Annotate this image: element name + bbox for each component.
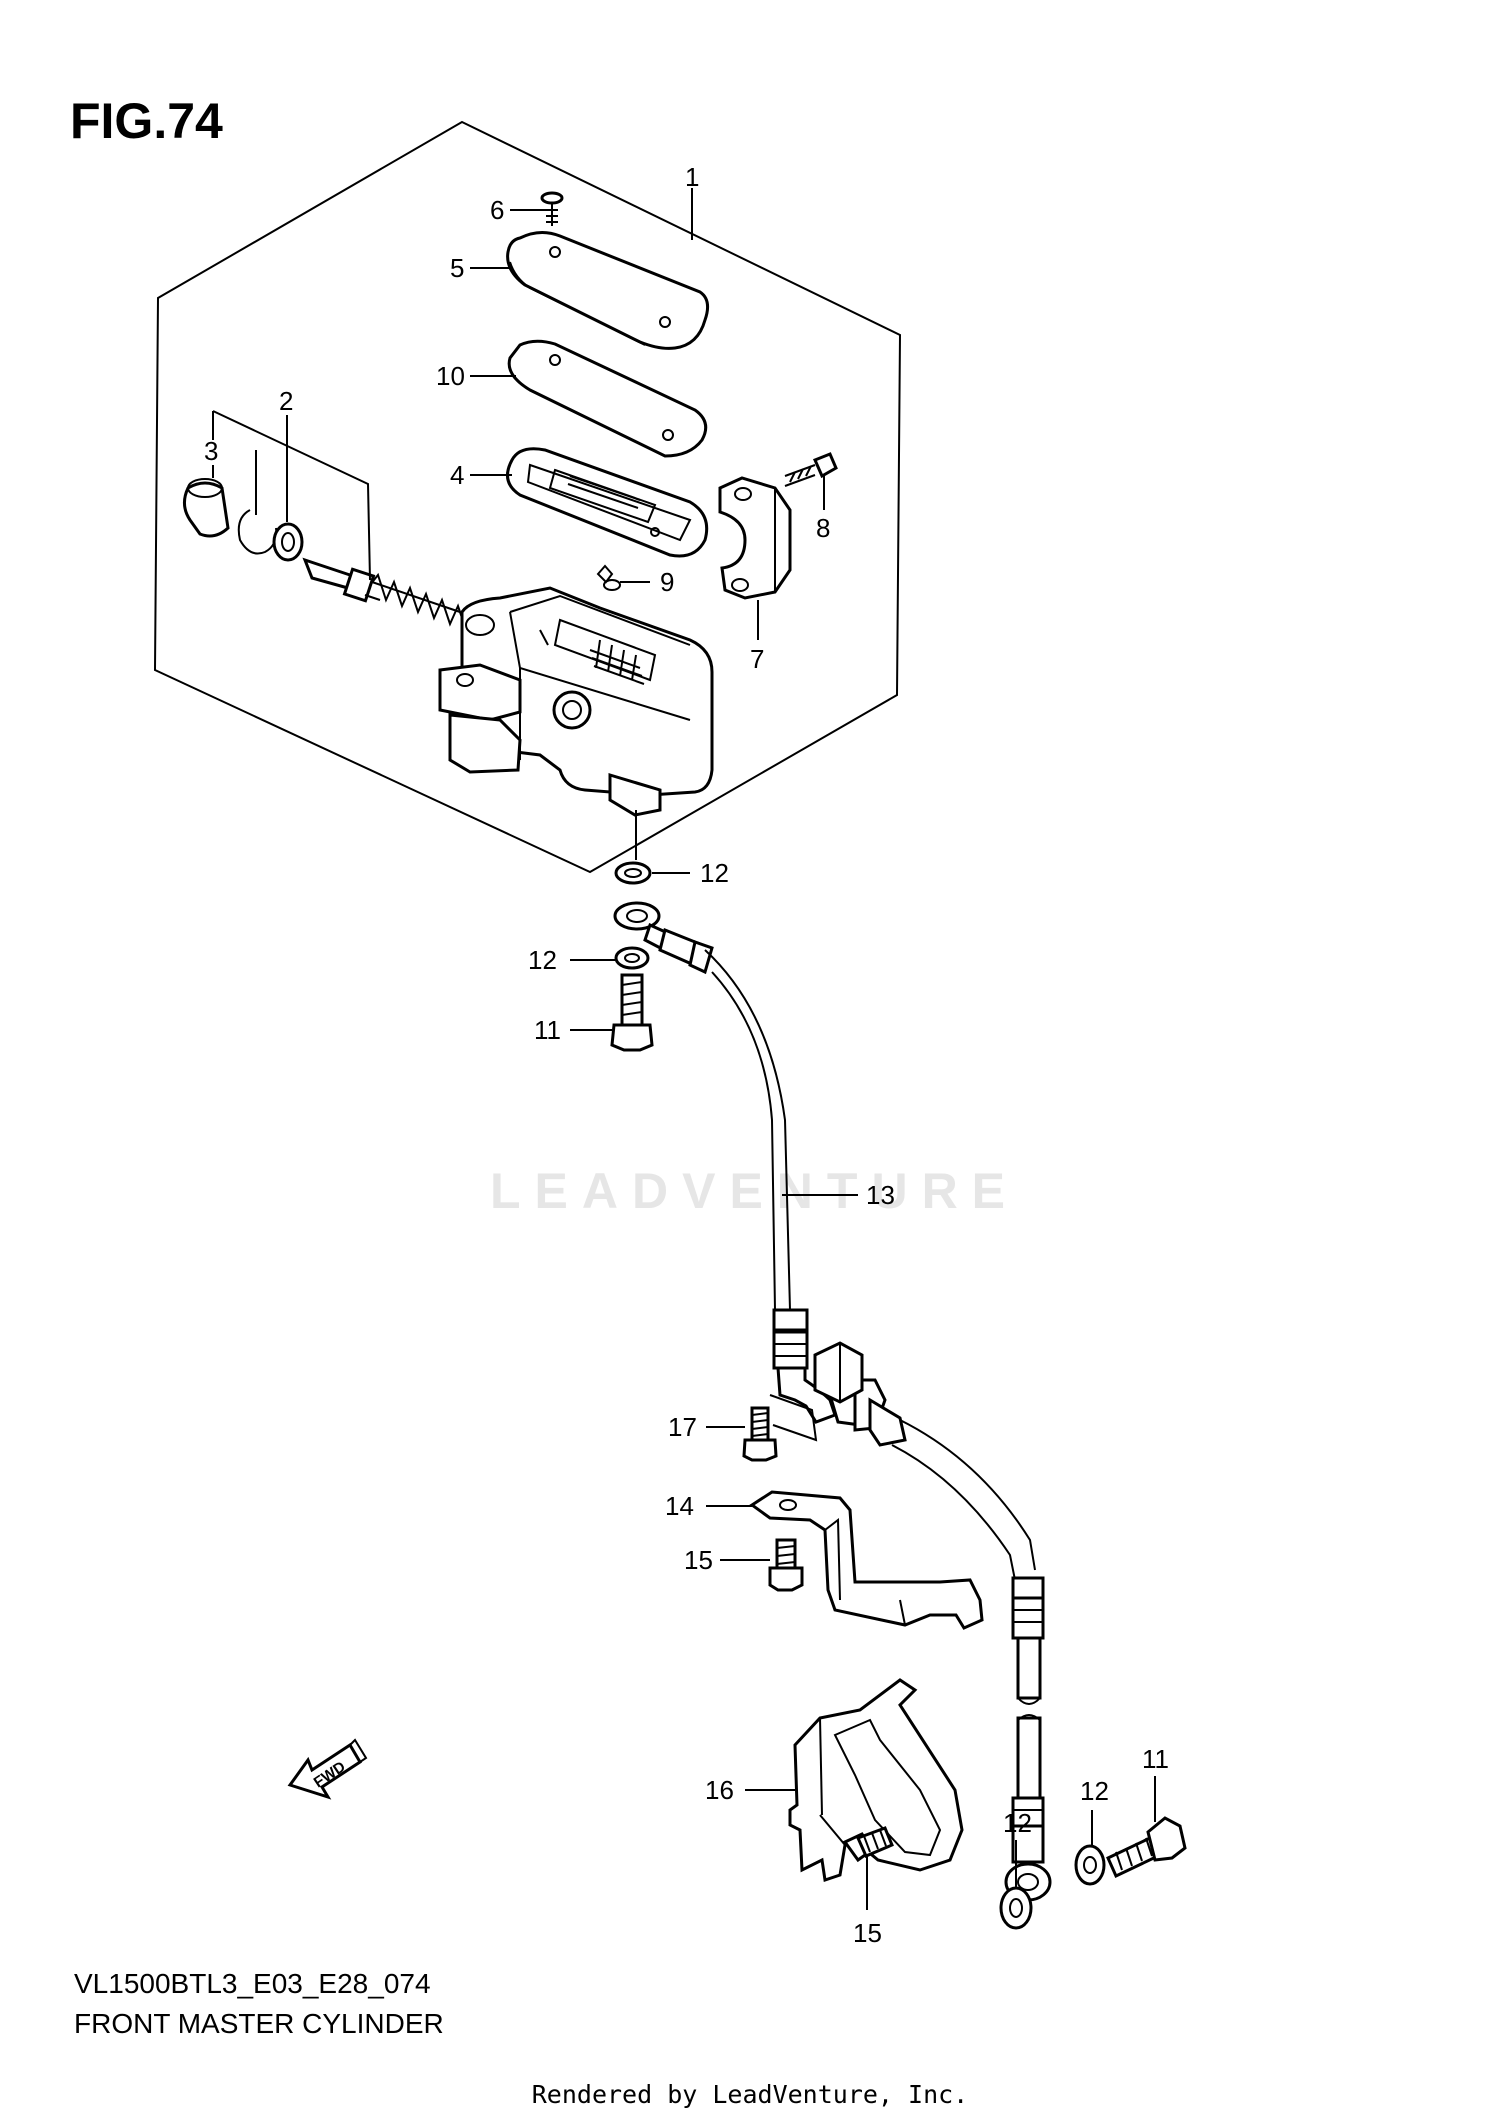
callout-12d: 12 [1003,1808,1032,1838]
callouts: 1 6 5 10 2 3 4 8 9 7 12 12 11 13 17 14 1… [204,162,1169,1948]
callout-9: 9 [660,567,674,597]
part-clamp-7[interactable] [718,476,792,600]
callout-12a: 12 [700,858,729,888]
part-clip-9[interactable] [596,564,621,591]
part-bracket-14[interactable] [749,1490,984,1630]
callout-6: 6 [490,195,504,225]
rendered-by-credit: Rendered by LeadVenture, Inc. [531,2080,969,2109]
callout-13: 13 [866,1180,895,1210]
footer-diagram-code: VL1500BTL3_E03_E28_074 [74,1968,431,1999]
callout-2: 2 [279,386,293,416]
callout-14: 14 [665,1491,694,1521]
assembly-boundary [153,120,902,874]
part-washer-12-top[interactable] [614,861,652,885]
callout-15a: 15 [684,1545,713,1575]
part-hose-clamp[interactable] [769,1341,864,1442]
callout-17: 17 [668,1412,697,1442]
part-diaphragm-4[interactable] [506,447,709,558]
part-piston-spring[interactable] [302,557,467,631]
part-screw-15-lower[interactable] [842,1826,894,1863]
part-screw-15-upper[interactable] [768,1538,804,1592]
callout-16: 16 [705,1775,734,1805]
callout-4: 4 [450,460,464,490]
part-washer-12-mid[interactable] [614,946,650,970]
callout-1: 1 [685,162,699,192]
part-bolt-11-top[interactable] [610,973,654,1052]
part-washer-12-low-left[interactable] [999,1886,1033,1930]
watermark: LEADVENTURE [490,1163,1020,1219]
figure-title: FIG.74 [70,93,223,149]
callout-5: 5 [450,253,464,283]
callout-3: 3 [204,436,218,466]
callout-12c: 12 [1080,1776,1109,1806]
part-boot-3[interactable] [183,478,230,538]
footer-diagram-name: FRONT MASTER CYLINDER [74,2008,444,2039]
part-master-cylinder-body[interactable] [438,586,714,817]
part-circlip[interactable] [237,509,278,555]
part-washer-2[interactable] [272,522,304,562]
callout-11b: 11 [1142,1744,1169,1774]
fwd-arrow-icon: FWD [287,1738,368,1800]
leader-lines [212,188,1156,1910]
part-bolt-11-low[interactable] [1106,1816,1187,1879]
part-bolt-17[interactable] [742,1406,778,1462]
callout-15b: 15 [853,1918,882,1948]
part-screw-6[interactable] [540,191,564,226]
callout-8: 8 [816,513,830,543]
callout-11a: 11 [534,1015,561,1045]
callout-12b: 12 [528,945,557,975]
part-bolt-8[interactable] [784,452,838,487]
callout-10: 10 [436,361,465,391]
part-washer-12-low-right[interactable] [1074,1844,1106,1886]
callout-7: 7 [750,644,764,674]
part-plate-10[interactable] [507,339,708,458]
part-reservoir-cap-5[interactable] [506,231,710,350]
